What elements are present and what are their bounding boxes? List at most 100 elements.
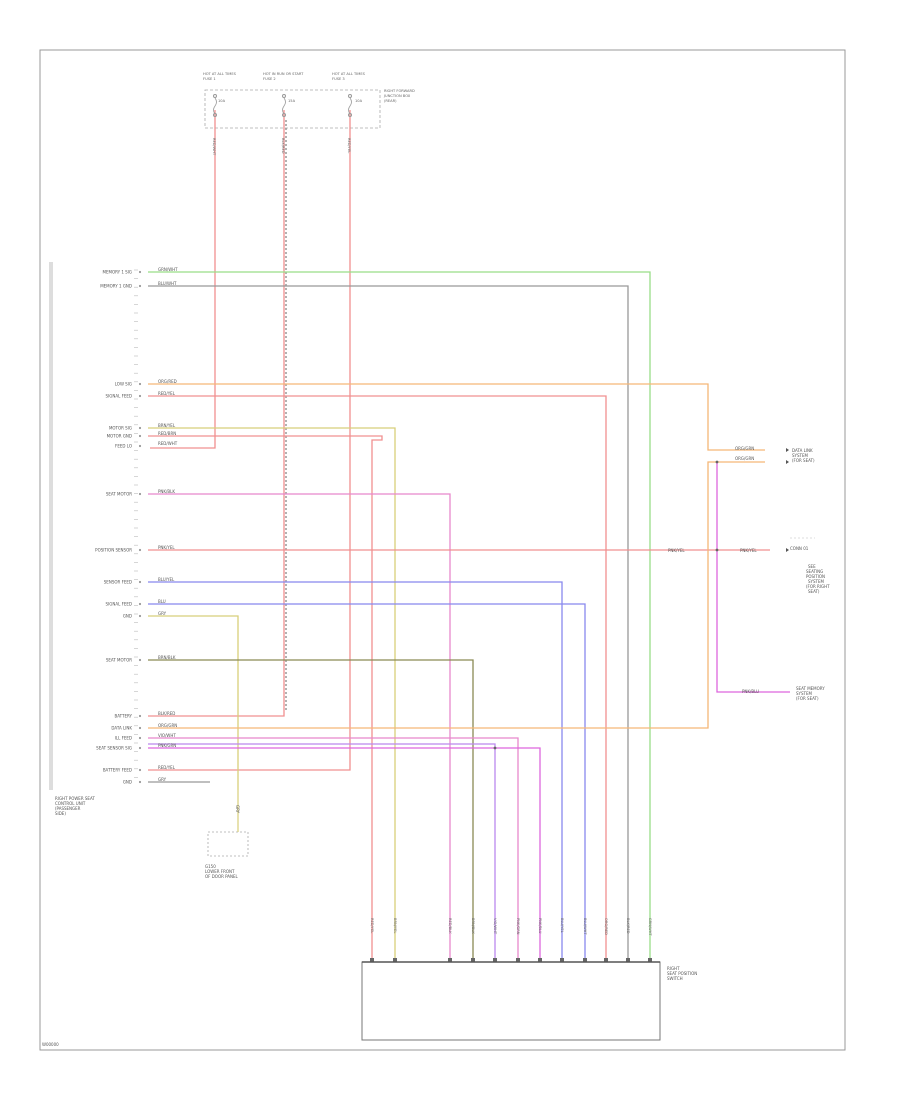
splice-low bbox=[493, 746, 497, 750]
module-pin-wire-label: PNK/YEL bbox=[158, 545, 175, 550]
module-pin bbox=[138, 602, 142, 606]
bottom-module-title-3: SWITCH bbox=[667, 976, 683, 981]
fuse-box bbox=[204, 89, 381, 129]
ground-label-line-3: OF DOOR PANEL bbox=[205, 874, 239, 879]
fuse-box-label-2: JUNCTION BOX bbox=[383, 94, 411, 98]
fuse-1-terminal-bottom bbox=[213, 113, 217, 117]
module-pin-wire-label: ORG/GRN bbox=[158, 723, 177, 728]
module-pin-name: MEMORY 1 GND bbox=[100, 284, 132, 289]
module-title-4: SIDE) bbox=[55, 811, 66, 816]
wire-to-memory-system bbox=[716, 462, 790, 693]
mid-wire-label: PNK/YEL bbox=[668, 548, 685, 553]
module-pin bbox=[138, 780, 142, 784]
fuse-1-header-2: FUSE 1 bbox=[203, 77, 216, 81]
module-pin bbox=[138, 426, 142, 430]
fuse-2-header-1: HOT IN RUN OR START bbox=[263, 72, 304, 76]
module-pin-wire-label: GRY bbox=[158, 611, 167, 616]
module-pin-wire-label: BRN/YEL bbox=[158, 423, 176, 428]
module-pin-name: SEAT MOTOR bbox=[106, 658, 132, 663]
bottom-module-title-1: RIGHT bbox=[667, 966, 680, 971]
module-pins bbox=[134, 269, 652, 962]
bottom-module-pin bbox=[648, 958, 652, 962]
bottom-wire-label: BRN/YEL bbox=[393, 918, 397, 933]
wire-signal-feed-2 bbox=[148, 603, 586, 930]
module-pin-name: MOTOR GND bbox=[107, 434, 132, 439]
module-pin-wire-label: GRN/WHT bbox=[158, 267, 178, 272]
data-link-text-2: SYSTEM bbox=[792, 453, 808, 458]
wire-motor-sig bbox=[148, 427, 396, 930]
fuse-3-amp: 10A bbox=[355, 99, 363, 103]
module-pin-wire-label: BLU/WHT bbox=[158, 281, 177, 286]
module-pin-name: LOW SIG bbox=[115, 382, 132, 387]
mid-text-1: CONN 01 bbox=[790, 546, 809, 551]
fuse-3-header-2: FUSE 3 bbox=[332, 77, 345, 81]
module-pin-wire-label: RED/YEL bbox=[158, 391, 176, 396]
bottom-module-pin bbox=[626, 958, 630, 962]
fuse-1-wire-label: RED/WHT bbox=[212, 138, 216, 156]
wire-low-sig bbox=[148, 383, 765, 451]
module-pin-wire-label: RED/YEL bbox=[158, 765, 176, 770]
module-pin bbox=[138, 492, 142, 496]
data-link-wire-2: ORG/GRN bbox=[735, 456, 754, 461]
module-pin-name: SEAT SENSOR SIG bbox=[96, 746, 132, 751]
ground-label-line-2: LOWER FRONT bbox=[205, 869, 235, 874]
wire-memory-1-sig bbox=[148, 271, 651, 930]
mid-text-4: POSITION bbox=[806, 574, 825, 579]
terminal-arrow-2 bbox=[786, 548, 789, 552]
low-text-1: SEAT MEMORY bbox=[796, 686, 825, 691]
bottom-module-pin bbox=[493, 958, 497, 962]
fuse-2-element bbox=[282, 97, 286, 115]
module-pin-name: GND bbox=[123, 614, 132, 619]
module-pin-wire-label: ORG/RED bbox=[158, 379, 177, 384]
module-pin bbox=[138, 382, 142, 386]
module-pin-name: DATA LINK bbox=[111, 726, 132, 731]
splice-data bbox=[715, 460, 719, 464]
module-pin-wire-label: RED/BRN bbox=[158, 431, 176, 436]
fuse-1-terminal-top bbox=[213, 94, 217, 98]
wire-layer bbox=[148, 94, 815, 958]
ground-wire-label: GRY bbox=[235, 805, 240, 814]
module-pin bbox=[138, 736, 142, 740]
fuse-box-outline bbox=[204, 89, 381, 129]
ground-label-line-1: G150 bbox=[205, 864, 216, 869]
wire-signal-feed bbox=[148, 395, 607, 930]
bottom-wire-label: RED/YEL bbox=[370, 918, 374, 933]
terminal-arrow-0 bbox=[786, 448, 789, 452]
wire-memory-1-gnd bbox=[148, 285, 629, 930]
module-pin bbox=[138, 270, 142, 274]
bottom-wire-label: BLK/RED bbox=[626, 918, 630, 934]
module-pin-wire-label: VIO/WHT bbox=[158, 733, 176, 738]
module-pin-wire-label: PNK/BLK bbox=[158, 489, 175, 494]
mid-text-7: SEAT) bbox=[808, 589, 820, 594]
fuse-3-terminal-top bbox=[348, 94, 352, 98]
splice-mid bbox=[715, 548, 719, 552]
fuse-2-amp: 15A bbox=[288, 99, 296, 103]
diagram-frame bbox=[39, 49, 846, 1051]
bottom-module-title-2: SEAT POSITION bbox=[667, 971, 697, 976]
fuse-3-wire-label: RED/YEL bbox=[347, 138, 351, 153]
module-pin-name: POSITION SENSOR bbox=[95, 548, 132, 553]
data-link-text-1: DATA LINK bbox=[792, 448, 813, 453]
module-pin bbox=[138, 658, 142, 662]
module-pin-name: ILL FEED bbox=[115, 736, 132, 741]
wire-seat-motor bbox=[148, 493, 451, 930]
module-pin-wire-label: RED/WHT bbox=[158, 441, 178, 446]
wire-fuse-2 bbox=[148, 110, 285, 717]
ground-connector bbox=[207, 790, 249, 857]
module-pin bbox=[138, 768, 142, 772]
module-pin-name: SEAT MOTOR bbox=[106, 492, 132, 497]
module-pin-name: SIGNAL FEED bbox=[106, 394, 132, 399]
module-pin-wire-label: PNK/GRN bbox=[158, 743, 176, 748]
module-pin-wire-label: BLK/RED bbox=[158, 711, 175, 716]
module-pin-wire-label: BRN/BLK bbox=[158, 655, 176, 660]
mid-text-6: (FOR RIGHT bbox=[806, 584, 830, 589]
wire-seat-motor-2 bbox=[148, 659, 474, 930]
ground-box bbox=[207, 831, 249, 857]
module-pin-wire-label: GRY bbox=[158, 777, 167, 782]
module-pin-name: BATTERY FEED bbox=[103, 768, 132, 773]
module-title-3: (PASSENGER bbox=[55, 806, 81, 811]
bottom-module-pin bbox=[393, 958, 397, 962]
fuse-1-amp: 10A bbox=[218, 99, 226, 103]
module-title-1: RIGHT POWER SEAT bbox=[55, 796, 95, 801]
